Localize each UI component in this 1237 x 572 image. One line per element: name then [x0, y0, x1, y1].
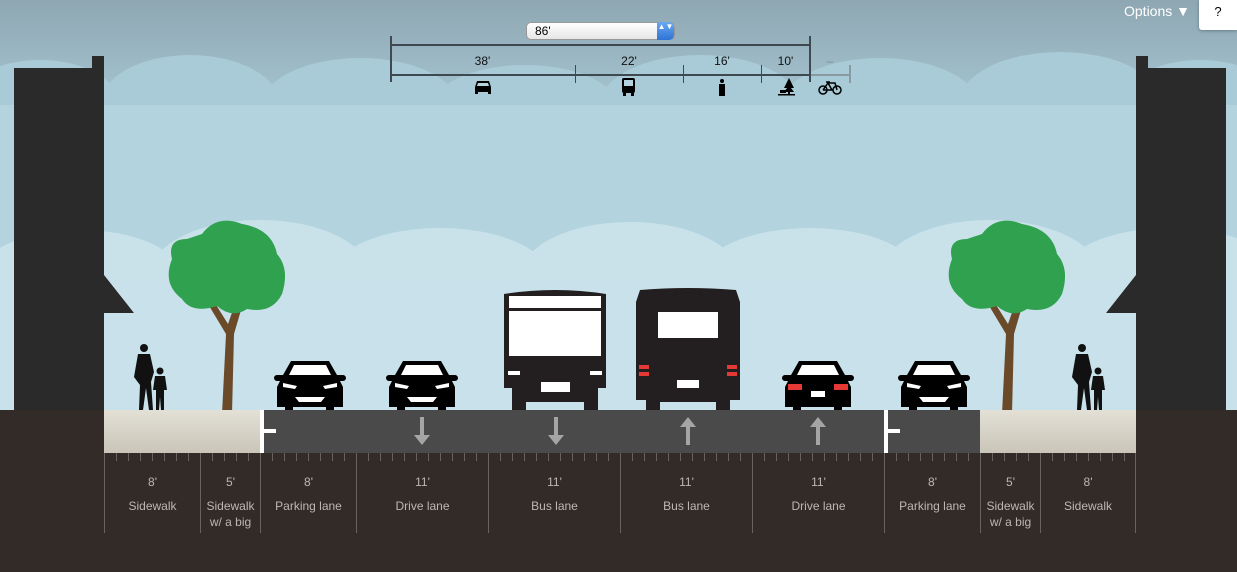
- bicycle-icon: [818, 81, 842, 95]
- stepper-arrows-icon[interactable]: ▲▼: [657, 22, 674, 40]
- tree-width: 10': [777, 54, 794, 68]
- parking-marking-right: [888, 429, 900, 433]
- segment-bus-lane[interactable]: 11' Bus lane: [620, 453, 752, 533]
- pedestrians-right: [1068, 343, 1108, 413]
- bus-rear: [636, 288, 740, 412]
- bus-width: 22': [621, 54, 637, 68]
- left-building: [14, 68, 104, 410]
- right-building-awning: [1106, 275, 1136, 313]
- tree-bench-icon: [778, 78, 795, 96]
- arrow-down-icon: [414, 417, 430, 445]
- summary-tick: [575, 65, 576, 83]
- help-button[interactable]: ?: [1199, 0, 1237, 30]
- segment-width: 11': [679, 475, 694, 489]
- segment-width: 8': [928, 475, 937, 489]
- parked-car-right: [897, 356, 971, 412]
- arrow-up-icon: [680, 417, 696, 445]
- bus-front: [504, 290, 606, 412]
- pedestrian-width: 16': [714, 54, 730, 68]
- segment-width: 8': [148, 475, 157, 489]
- summary-tick: [683, 65, 684, 83]
- summary-tick: [390, 36, 392, 82]
- summary-tick: [849, 65, 851, 83]
- segment-bus-lane[interactable]: 11' Bus lane: [488, 453, 620, 533]
- arrow-up-icon: [810, 417, 826, 445]
- segment-parking-lane[interactable]: 8' Parking lane: [884, 453, 980, 533]
- right-building-chimney: [1136, 56, 1148, 76]
- bike-width-line: [811, 74, 849, 76]
- segment-width: 5': [226, 475, 235, 489]
- segment-width: 11': [811, 475, 826, 489]
- sidewalk-surface-right[interactable]: [980, 410, 1136, 453]
- segment-name: Bus lane: [663, 499, 710, 513]
- segment-name: Sidewalk: [128, 499, 177, 513]
- breakdown-line: [390, 74, 810, 76]
- segment-parking-lane[interactable]: 8' Parking lane: [260, 453, 356, 533]
- lane-marking-right: [884, 410, 888, 453]
- arrow-down-icon: [548, 417, 564, 445]
- car-drive-lane-right: [781, 356, 855, 412]
- segment-drive-lane[interactable]: 11' Drive lane: [356, 453, 488, 533]
- left-building-chimney: [92, 56, 104, 76]
- options-menu-button[interactable]: Options ▼: [1124, 3, 1190, 19]
- segment-name: Drive lane: [791, 499, 846, 513]
- right-building: [1136, 68, 1226, 410]
- segment-sidewalk[interactable]: 8' Sidewalk: [1040, 453, 1136, 533]
- segment-sidewalk[interactable]: 8' Sidewalk: [104, 453, 200, 533]
- street-width-value: 86': [535, 24, 551, 38]
- parking-marking-left: [264, 429, 276, 433]
- pedestrians-left: [130, 343, 170, 413]
- car-icon: [475, 81, 491, 94]
- segment-name: Sidewalk: [1063, 499, 1113, 513]
- roadway-surface[interactable]: [260, 410, 980, 453]
- street-width-select[interactable]: 86' ▲▼: [526, 22, 675, 40]
- bus-icon: [622, 78, 635, 96]
- segment-width: 5': [1006, 475, 1015, 489]
- segment-width: 11': [547, 475, 562, 489]
- left-building-awning: [104, 275, 134, 313]
- car-drive-lane-left: [385, 356, 459, 412]
- segment-width: 11': [415, 475, 430, 489]
- car-width: 38': [474, 54, 491, 68]
- summary-tick: [809, 36, 811, 82]
- segment-width: 8': [304, 475, 313, 489]
- parked-car-left: [273, 356, 347, 412]
- segment-name: Parking lane: [899, 499, 966, 513]
- segment-name: Parking lane: [275, 499, 342, 513]
- segment-drive-lane[interactable]: 11' Drive lane: [752, 453, 884, 533]
- summary-tick: [761, 65, 762, 83]
- curb-marking-left: [260, 410, 264, 453]
- segment-name: Drive lane: [395, 499, 450, 513]
- segment-width: 8': [1083, 475, 1093, 489]
- segment-name: Bus lane: [531, 499, 578, 513]
- total-width-line: [390, 44, 810, 46]
- sidewalk-surface-left[interactable]: [104, 410, 260, 453]
- bike-width: –: [826, 54, 834, 68]
- pedestrian-icon: [719, 79, 725, 96]
